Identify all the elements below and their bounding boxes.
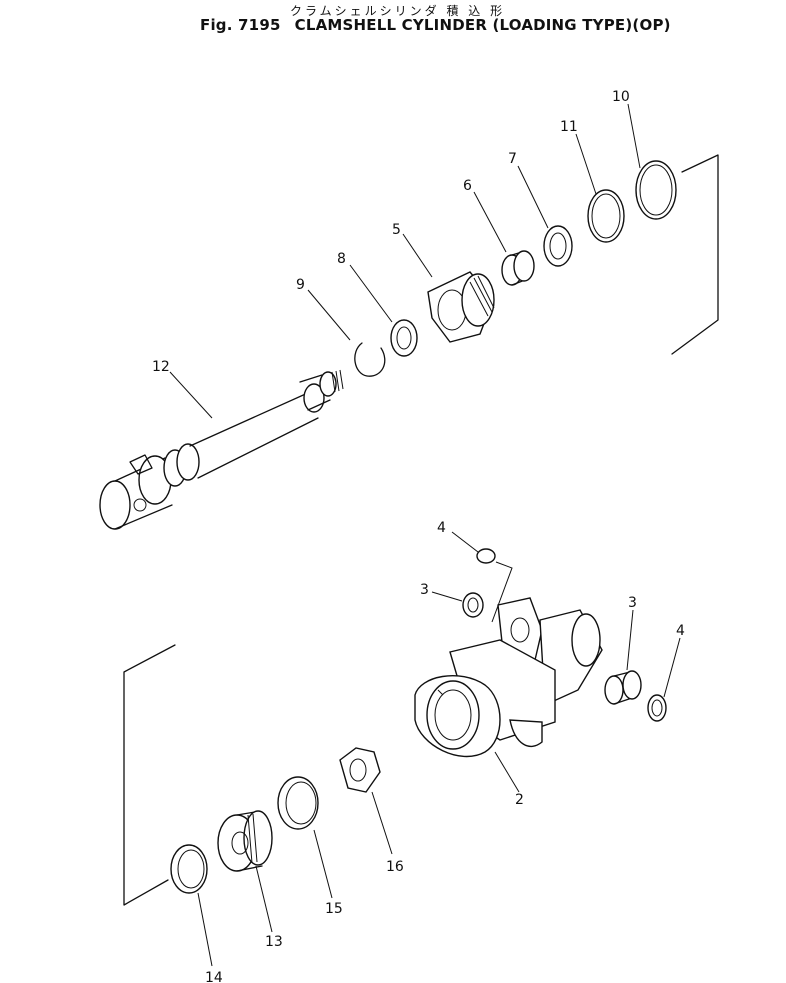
upper-group-bracket — [671, 154, 719, 355]
callout-12: 12 — [152, 359, 170, 375]
part-7-seal — [543, 225, 573, 267]
figure-number: Fig. 7195 — [200, 16, 281, 34]
callout-5: 5 — [392, 222, 401, 238]
callout-13: 13 — [265, 934, 283, 950]
part-4-grease-fitting — [476, 548, 513, 623]
callout-8: 8 — [337, 251, 346, 267]
callout-1: 2 — [515, 792, 524, 808]
lower-group-bracket — [123, 644, 176, 906]
japanese-title: クラムシェルシリンダ 積 込 形 — [290, 4, 506, 18]
part-1-cylinder-body — [414, 597, 603, 758]
callout-3-right: 4 — [676, 623, 685, 639]
part-3-seal-left — [462, 592, 484, 618]
part-9-snap-ring — [354, 342, 386, 377]
part-15-wear-ring — [277, 776, 319, 830]
part-8-seal — [390, 319, 418, 357]
callout-3-left: 3 — [420, 582, 429, 598]
part-6-bushing — [501, 250, 535, 286]
callout-14: 14 — [205, 970, 223, 983]
part-12-piston-rod — [99, 369, 344, 530]
part-14-ring — [170, 844, 208, 894]
callout-6: 6 — [463, 178, 472, 194]
callout-7: 7 — [508, 151, 517, 167]
part-10-o-ring-inner — [639, 164, 673, 216]
callout-4: 4 — [437, 520, 446, 536]
callout-11: 11 — [560, 119, 578, 135]
part-2-bushing — [604, 670, 642, 705]
callout-2: 3 — [628, 595, 637, 611]
part-3-seal-right — [647, 694, 667, 722]
part-11-ring — [587, 189, 625, 243]
figure-title: Fig. 7195 CLAMSHELL CYLINDER (LOADING TYP… — [200, 16, 671, 34]
part-10-o-ring — [635, 160, 677, 220]
callout-labels: 10 11 7 6 5 8 9 12 4 3 3 4 2 16 15 13 14 — [152, 89, 685, 983]
part-5-cylinder-head — [427, 271, 495, 343]
figure-caption: CLAMSHELL CYLINDER (LOADING TYPE)(OP) — [294, 16, 671, 34]
callout-15: 15 — [325, 901, 343, 917]
callout-10: 10 — [612, 89, 630, 105]
callout-9: 9 — [296, 277, 305, 293]
part-16-nut — [339, 747, 381, 793]
part-11-ring-inner — [591, 193, 621, 239]
part-13-piston — [217, 810, 273, 872]
leader-lines — [169, 103, 681, 967]
callout-16: 16 — [386, 859, 404, 875]
